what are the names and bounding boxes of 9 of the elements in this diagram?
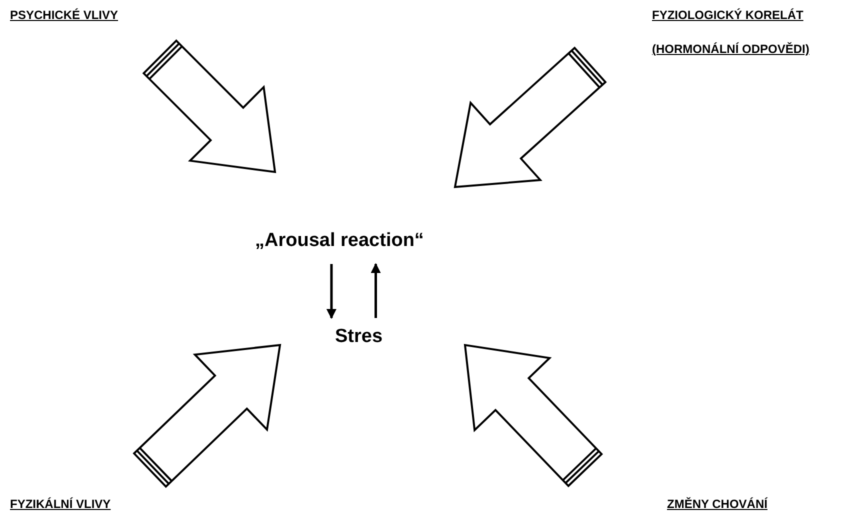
- heading-label: FYZIOLOGICKÝ KORELÁT: [652, 8, 804, 22]
- arrow: [326, 264, 336, 319]
- heading-label: FYZIKÁLNÍ VLIVY: [10, 497, 111, 511]
- center-label: Stres: [335, 326, 383, 348]
- arrow: [370, 263, 381, 318]
- center-label: „Arousal reaction“: [255, 230, 424, 252]
- heading-label: ZMĚNY CHOVÁNÍ: [667, 497, 768, 511]
- heading-label: PSYCHICKÉ VLIVY: [10, 8, 118, 22]
- heading-label: (HORMONÁLNÍ ODPOVĚDI): [652, 42, 810, 56]
